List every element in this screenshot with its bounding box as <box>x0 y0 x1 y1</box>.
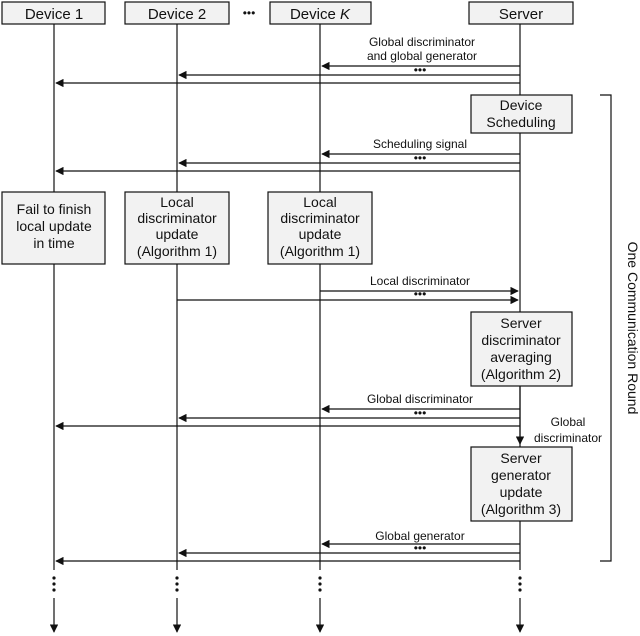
participant-headers: Device 1 Device 2 ••• Device K Server <box>1 1 574 25</box>
cont-dot <box>52 576 56 580</box>
local-update-device2-line2: discriminator <box>137 210 217 226</box>
device-scheduling-line2: Scheduling <box>486 114 555 130</box>
global-disc-step <box>55 386 525 445</box>
global-gen-step <box>55 539 520 566</box>
global-discriminator-label: Global discriminator <box>367 392 473 406</box>
local-update-deviceK-line3: update <box>299 226 342 242</box>
device2-header-box <box>124 1 230 25</box>
deviceK-variable: K <box>340 6 351 23</box>
deviceK-prefix: Device <box>290 6 340 23</box>
broadcast-label-line1: Global discriminator <box>369 35 475 49</box>
server-generator-line2: generator <box>491 467 551 483</box>
scheduling-dots: ••• <box>414 151 427 165</box>
global-disc-dots: ••• <box>414 406 427 420</box>
server-header-label: Server <box>499 6 543 23</box>
fail-box-line2: local update <box>16 218 92 234</box>
server-header-box <box>468 1 574 25</box>
lifelines <box>53 24 521 570</box>
cont-dot <box>318 576 322 580</box>
round-bracket <box>600 94 612 562</box>
deviceK-header-label: Device K <box>290 6 351 23</box>
cont-dot <box>175 582 179 586</box>
round-label: One Communication Round <box>625 242 640 415</box>
local-update-device2-line3: update <box>156 226 199 242</box>
server-generator-line1: Server <box>500 450 542 466</box>
local-update-device2-line1: Local <box>160 194 193 210</box>
cont-dot <box>318 588 322 592</box>
local-update-deviceK-line2: discriminator <box>280 210 360 226</box>
server-averaging-line2: discriminator <box>481 332 561 348</box>
deviceK-header-box <box>269 1 372 25</box>
device-scheduling-line1: Device <box>500 97 543 113</box>
header-ellipsis: ••• <box>243 6 256 20</box>
upload-dots: ••• <box>414 287 427 301</box>
server-averaging-line3: averaging <box>490 349 552 365</box>
server-averaging-box <box>470 311 573 387</box>
cont-dot <box>52 582 56 586</box>
fail-box-line3: in time <box>33 235 74 251</box>
device1-header-label: Device 1 <box>25 6 83 23</box>
scheduling-signal-label: Scheduling signal <box>373 137 467 151</box>
cont-dot <box>518 576 522 580</box>
local-update-box-device2 <box>124 191 230 265</box>
server-generator-box <box>470 446 573 522</box>
cont-dot <box>518 588 522 592</box>
global-generator-label: Global generator <box>375 529 464 543</box>
fail-box-line1: Fail to finish <box>17 201 92 217</box>
broadcast-step <box>55 61 520 88</box>
final-arrows <box>49 598 525 633</box>
cont-dot <box>518 582 522 586</box>
server-generator-line4: (Algorithm 3) <box>481 501 561 517</box>
global-gen-dots: ••• <box>414 541 427 555</box>
local-update-deviceK-line1: Local <box>303 194 336 210</box>
cont-dot <box>318 582 322 586</box>
broadcast-dots: ••• <box>414 63 427 77</box>
local-discriminator-label: Local discriminator <box>370 274 470 288</box>
cont-dot <box>175 576 179 580</box>
device2-header-label: Device 2 <box>148 6 206 23</box>
device1-header-box <box>1 1 106 25</box>
local-update-box-deviceK <box>267 191 373 265</box>
upload-step <box>177 286 519 305</box>
local-update-device2-line4: (Algorithm 1) <box>137 243 217 259</box>
cont-dot <box>175 588 179 592</box>
device-scheduling-box <box>470 94 573 134</box>
continuation <box>52 576 522 592</box>
server-averaging-line4: (Algorithm 2) <box>481 366 561 382</box>
fail-box <box>1 191 106 265</box>
broadcast-label-line2: and global generator <box>367 49 477 63</box>
scheduling-step <box>55 149 520 176</box>
global-disc-right-line2: discriminator <box>534 431 602 445</box>
global-disc-right-line1: Global <box>551 415 586 429</box>
local-update-deviceK-line4: (Algorithm 1) <box>280 243 360 259</box>
server-averaging-line1: Server <box>500 315 542 331</box>
cont-dot <box>52 588 56 592</box>
server-generator-line3: update <box>500 484 543 500</box>
